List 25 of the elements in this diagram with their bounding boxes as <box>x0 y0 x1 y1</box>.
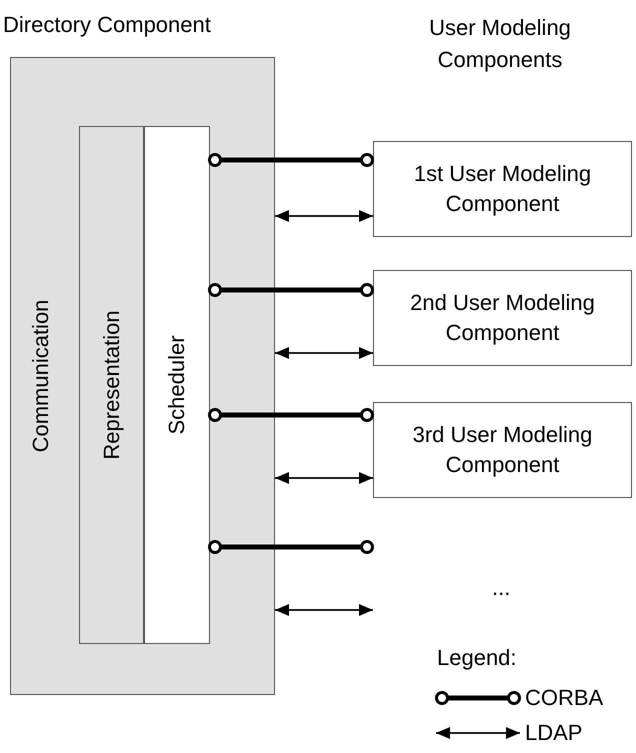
double-arrow <box>275 347 373 359</box>
layer-label: Communication <box>28 300 54 452</box>
layer-label: Representation <box>98 310 124 460</box>
layer-panel <box>79 126 144 644</box>
panel-heading: Directory Component <box>3 12 211 38</box>
legend-heading: Legend: <box>437 645 517 671</box>
component-box <box>373 402 632 498</box>
component-label: 2nd User Modeling Component <box>409 289 596 347</box>
layer-panel <box>144 126 210 644</box>
connector-line <box>208 283 374 297</box>
component-box <box>373 270 632 366</box>
section-heading: User Modeling Components <box>428 14 572 74</box>
legend-label: LDAP <box>525 720 582 746</box>
legend-label: CORBA <box>525 685 604 711</box>
double-arrow <box>275 604 373 616</box>
double-arrow <box>275 472 373 484</box>
double-arrow <box>275 210 373 222</box>
connector-line <box>208 408 374 422</box>
component-box <box>373 141 632 237</box>
component-label: 1st User Modeling Component <box>412 160 592 218</box>
layer-label: Scheduler <box>164 335 190 435</box>
connector-line <box>208 540 374 554</box>
ellipsis-text: ... <box>492 575 510 601</box>
connector-line <box>208 153 374 167</box>
component-label: 3rd User Modeling Component <box>412 421 594 479</box>
